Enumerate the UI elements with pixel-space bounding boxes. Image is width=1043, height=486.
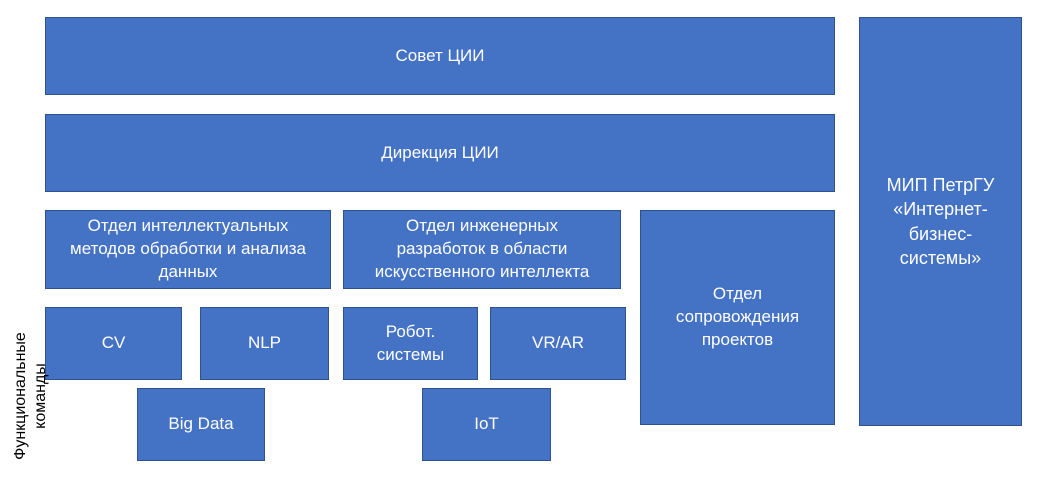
dept-support-label: Отдел сопровождения проектов (675, 284, 800, 349)
mip-box: МИП ПетрГУ «Интернет- бизнес- системы» (859, 17, 1022, 426)
team-nlp-box: NLP (200, 307, 329, 380)
team-vrar-box: VR/AR (490, 307, 626, 380)
functional-teams-label: Функциональные команды (12, 332, 50, 460)
directorate-box: Дирекция ЦИИ (45, 114, 835, 192)
functional-teams-label-box: Функциональные команды (4, 318, 58, 474)
dept-support-box: Отдел сопровождения проектов (640, 210, 835, 425)
team-iot-label: IoT (474, 414, 499, 434)
directorate-label: Дирекция ЦИИ (381, 142, 499, 162)
dept-engineering-box: Отдел инженерных разработок в области ис… (343, 210, 621, 289)
team-vrar-label: VR/AR (532, 333, 584, 353)
dept-intellectual-label: Отдел интеллектуальных методов обработки… (70, 216, 306, 281)
team-bigdata-box: Big Data (137, 388, 265, 461)
team-cv-box: CV (45, 307, 182, 380)
team-nlp-label: NLP (247, 333, 282, 353)
mip-label: МИП ПетрГУ «Интернет- бизнес- системы» (886, 174, 995, 268)
team-robot-label: Робот. системы (376, 321, 445, 364)
team-iot-box: IoT (422, 388, 551, 461)
team-robot-box: Робот. системы (343, 307, 478, 380)
team-bigdata-label: Big Data (168, 414, 234, 434)
council-box: Совет ЦИИ (45, 17, 835, 95)
team-cv-label: CV (101, 333, 126, 353)
dept-intellectual-box: Отдел интеллектуальных методов обработки… (45, 210, 331, 289)
dept-engineering-label: Отдел инженерных разработок в области ис… (374, 216, 590, 281)
council-label: Совет ЦИИ (395, 45, 485, 65)
